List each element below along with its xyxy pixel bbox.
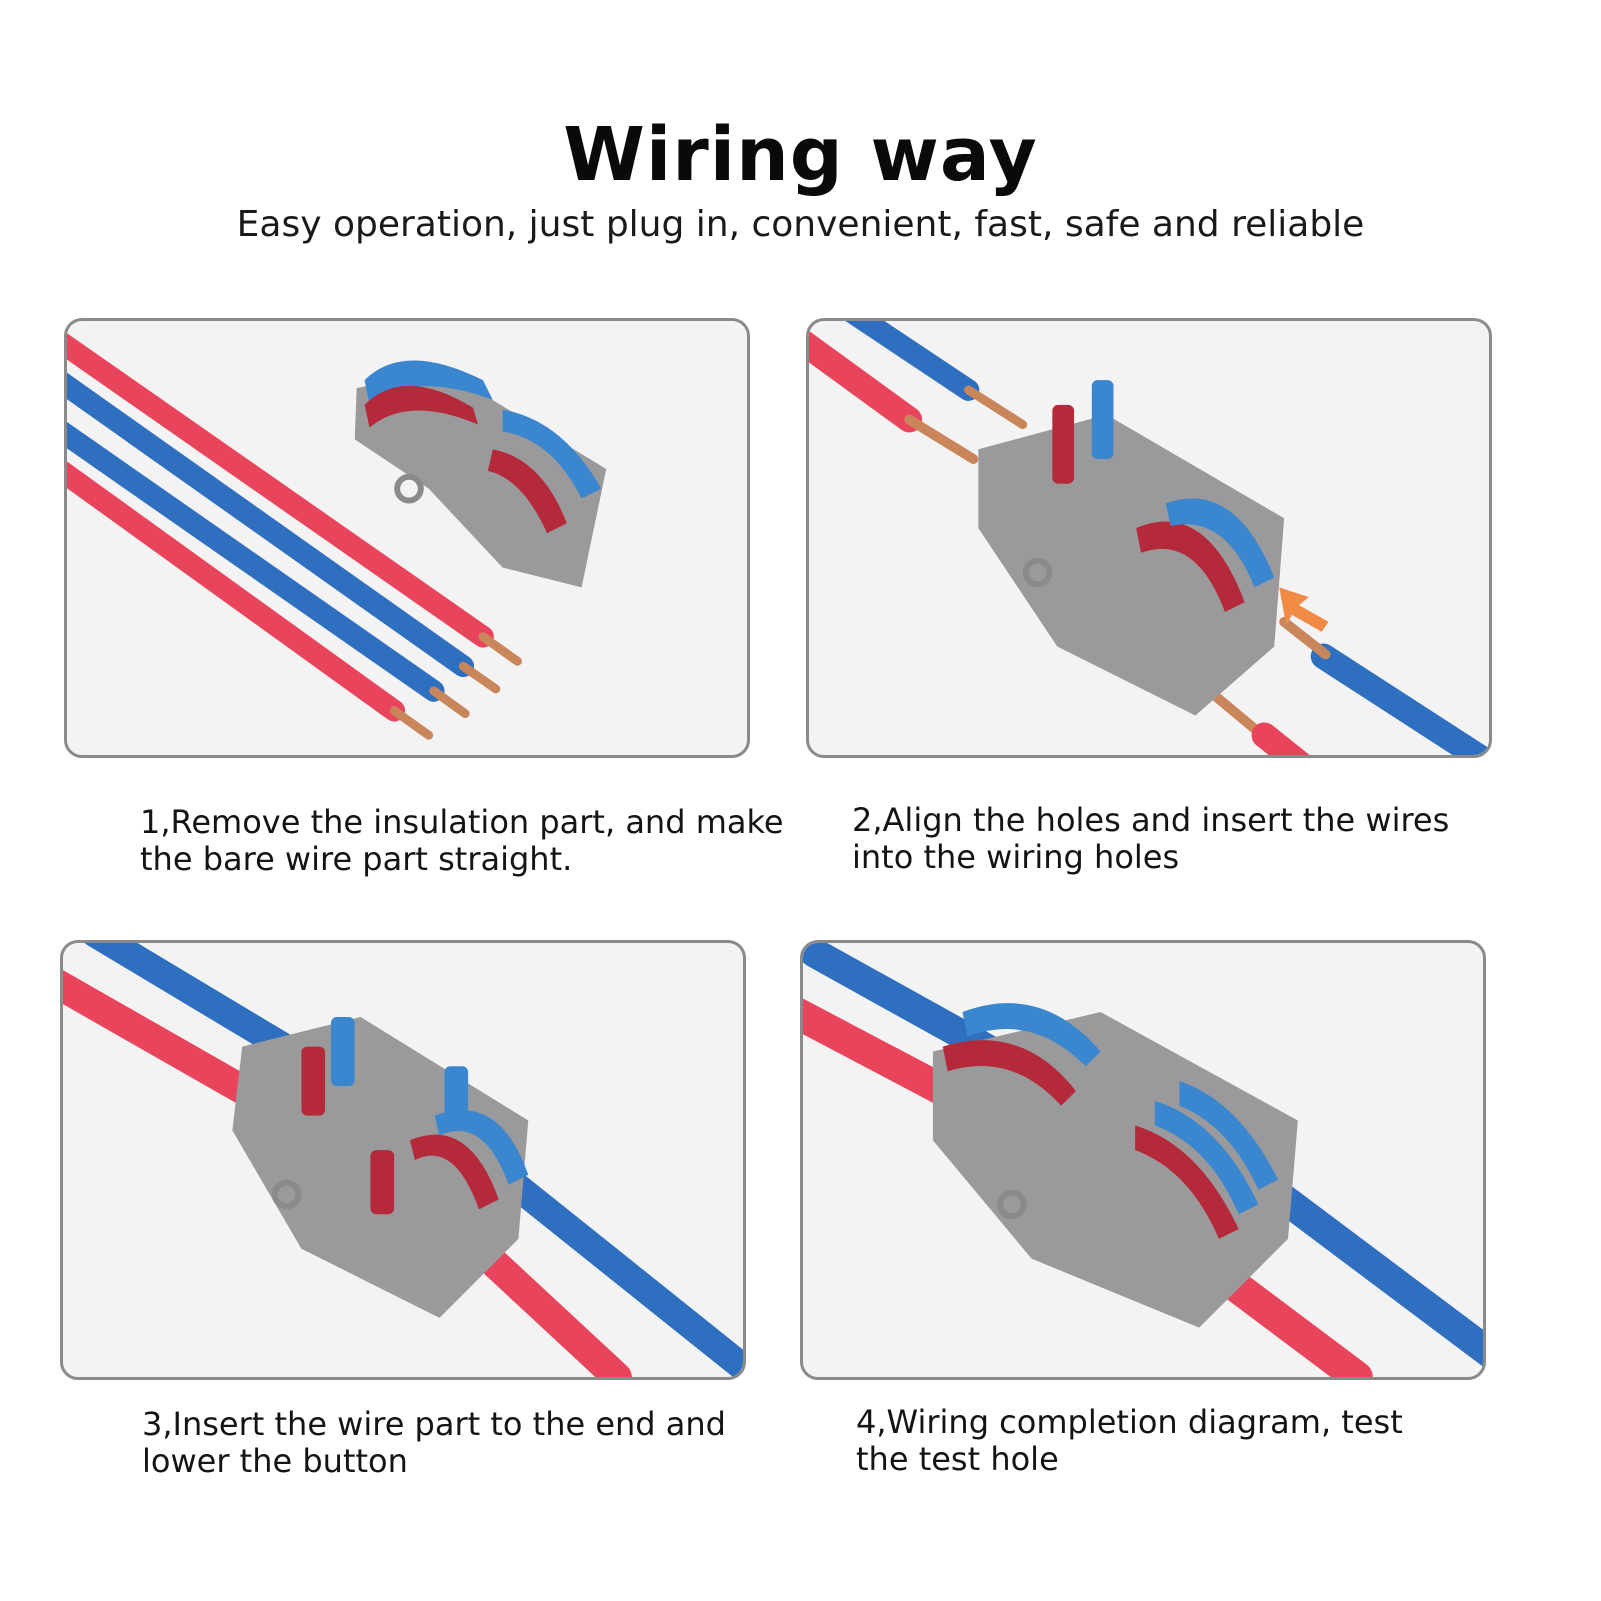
- connector-levers-up: [232, 1016, 529, 1318]
- insert-arrow-icon: [1279, 587, 1329, 632]
- step-1-caption: 1,Remove the insulation part, and make t…: [140, 803, 784, 878]
- connector-closed: [978, 380, 1285, 716]
- stripped-wires-illustration: [67, 333, 607, 740]
- lower-button-illustration: [63, 943, 743, 1377]
- connector-open: [354, 360, 607, 588]
- completed-wiring-illustration: [803, 943, 1483, 1377]
- page-title: Wiring way: [563, 112, 1038, 198]
- step-3-caption: 3,Insert the wire part to the end and lo…: [142, 1405, 726, 1480]
- step-2-caption: 2,Align the holes and insert the wires i…: [852, 801, 1450, 876]
- connector-levers-down: [932, 1003, 1298, 1328]
- page-subtitle: Easy operation, just plug in, convenient…: [236, 204, 1365, 245]
- step-1-photo: [64, 318, 750, 758]
- step-4-caption: 4,Wiring completion diagram, test the te…: [856, 1403, 1403, 1478]
- step-4-photo: [800, 940, 1486, 1380]
- step-2-photo: [806, 318, 1492, 758]
- step-3-photo: [60, 940, 746, 1380]
- insert-wires-illustration: [809, 321, 1489, 755]
